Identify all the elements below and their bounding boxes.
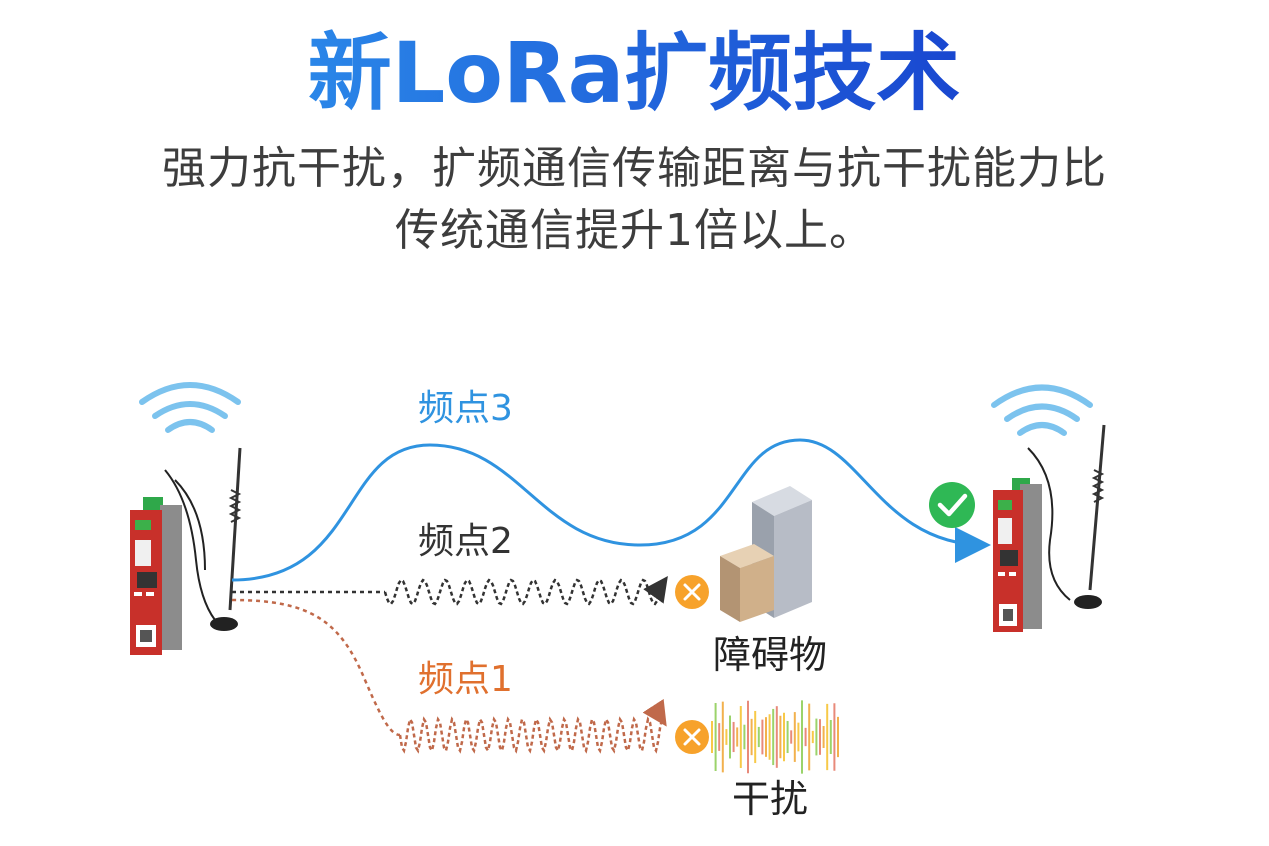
page-title-text: 新LoRa扩频技术	[308, 24, 961, 122]
channel-3-path	[231, 438, 991, 582]
obstacle-label: 障碍物	[713, 633, 827, 677]
lora-spread-spectrum-diagram: 频点3 频点2 频点1 障碍物 干扰	[130, 382, 1106, 821]
channel-3-label: 频点3	[418, 388, 513, 429]
wifi-icon-left	[139, 382, 241, 433]
x-icon-interference	[675, 720, 709, 754]
x-icon-obstacle	[675, 575, 709, 609]
channel-1-path	[398, 698, 667, 754]
antenna-left	[210, 447, 242, 631]
channel-1-label: 频点1	[418, 659, 513, 700]
building-icon	[720, 486, 812, 622]
interference-label: 干扰	[732, 777, 808, 821]
check-icon	[929, 482, 975, 528]
antenna-right	[1074, 424, 1106, 609]
channel-2-label: 频点2	[418, 521, 513, 562]
channel-1-lead	[231, 598, 401, 737]
channel-2-path	[383, 576, 668, 606]
page-title: 新LoRa扩频技术	[308, 24, 961, 122]
interference-wave	[711, 700, 839, 774]
gateway-device-left	[130, 447, 242, 655]
wifi-icon-right	[991, 384, 1093, 436]
subtitle-line-1: 强力抗干扰，扩频通信传输距离与抗干扰能力比	[162, 143, 1107, 194]
subtitle-line-2: 传统通信提升1倍以上。	[395, 205, 874, 256]
gateway-device-right	[993, 424, 1106, 632]
